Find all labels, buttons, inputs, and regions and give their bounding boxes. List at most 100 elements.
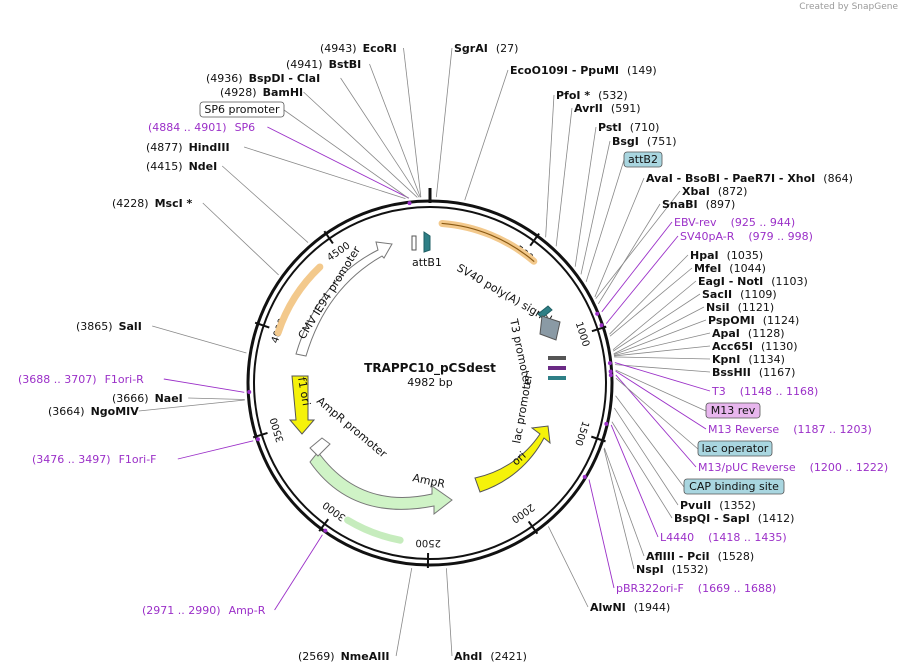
leader-line <box>340 77 420 198</box>
t3-promoter-box <box>539 315 561 341</box>
leader-line <box>611 421 673 519</box>
primer-ebv-rev[interactable]: EBV-rev(925 .. 944) <box>674 216 795 229</box>
svg-text:L4440(1418 .. 1435): L4440(1418 .. 1435) <box>660 531 787 544</box>
svg-text:(4943)EcoRI: (4943)EcoRI <box>320 42 397 55</box>
enzyme-nmeaiii[interactable]: (2569)NmeAIII <box>298 650 390 663</box>
enzyme-acc65i[interactable]: Acc65I(1130) <box>712 340 798 353</box>
enzyme-position: (897) <box>706 198 736 211</box>
enzyme-naei[interactable]: (3666)NaeI <box>112 392 183 405</box>
feature-box-sp6-promoter[interactable]: SP6 promoter <box>199 101 285 118</box>
enzyme-position: (864) <box>823 172 853 185</box>
lac-marker-1 <box>548 356 566 360</box>
enzyme-sali[interactable]: (3865)SalI <box>76 320 142 333</box>
feature-leader <box>585 159 625 283</box>
enzyme-name: AhdI <box>454 650 482 663</box>
enzyme-position: (1124) <box>763 314 800 327</box>
enzyme-sgrai[interactable]: SgrAI(27) <box>454 42 518 55</box>
primer-f1ori-f[interactable]: (3476 .. 3497)F1ori-F <box>32 453 157 466</box>
enzyme-pfoi[interactable]: PfoI *(532) <box>556 89 628 102</box>
primer-m13-puc-reverse[interactable]: M13/pUC Reverse(1200 .. 1222) <box>698 461 888 474</box>
enzyme-name: AflIII - PciI <box>646 550 710 563</box>
enzyme-ngomiv[interactable]: (3664)NgoMIV <box>48 405 139 418</box>
enzyme-name: PfoI * <box>556 89 590 102</box>
feature-box-attb2[interactable]: attB2 <box>623 151 663 168</box>
svg-text:MfeI(1044): MfeI(1044) <box>694 262 766 275</box>
enzyme-nspi[interactable]: NspI(1532) <box>636 563 708 576</box>
enzyme-position: (1130) <box>761 340 798 353</box>
enzyme-position: (751) <box>647 135 677 148</box>
enzyme-name: MscI * <box>155 197 193 210</box>
enzyme-ecori[interactable]: (4943)EcoRI <box>320 42 397 55</box>
svg-text:lac operator: lac operator <box>702 442 769 455</box>
enzyme-bsgi[interactable]: BsgI(751) <box>612 135 677 148</box>
enzyme-psti[interactable]: PstI(710) <box>598 121 659 134</box>
enzyme-position: (3666) <box>112 392 149 405</box>
primer-name: M13 Reverse <box>708 423 779 436</box>
primer-position: (979 .. 998) <box>748 230 813 243</box>
enzyme-avai-bsobi-paer7i-xhoi[interactable]: AvaI - BsoBI - PaeR7I - XhoI(864) <box>646 172 853 185</box>
enzyme-pspomi[interactable]: PspOMI(1124) <box>708 314 799 327</box>
svg-text:SV40pA-R(979 .. 998): SV40pA-R(979 .. 998) <box>680 230 813 243</box>
enzyme-pvuii[interactable]: PvuII(1352) <box>680 499 756 512</box>
enzyme-apai[interactable]: ApaI(1128) <box>712 327 784 340</box>
primer-name: pBR322ori-F <box>616 582 684 595</box>
enzyme-avrii[interactable]: AvrII(591) <box>574 102 641 115</box>
primer-position: (1418 .. 1435) <box>708 531 787 544</box>
enzyme-afliii-pcii[interactable]: AflIII - PciI(1528) <box>646 550 754 563</box>
primer-pbr322ori-f[interactable]: pBR322ori-F(1669 .. 1688) <box>616 582 776 595</box>
feature-box-m13-rev[interactable]: M13 rev <box>705 402 761 419</box>
leader-lines <box>138 47 711 657</box>
enzyme-bspdi-clai[interactable]: (4936)BspDI - ClaI <box>206 72 320 85</box>
leader-line <box>609 267 693 337</box>
primer-l4440[interactable]: L4440(1418 .. 1435) <box>660 531 787 544</box>
enzyme-bsshii[interactable]: BssHII(1167) <box>712 366 795 379</box>
enzyme-name: NsiI <box>706 301 730 314</box>
sv40-label: SV40 poly(A) signal <box>455 261 555 326</box>
enzyme-eagi-noti[interactable]: EagI - NotI(1103) <box>698 275 808 288</box>
enzyme-hindiii[interactable]: (4877)HindIII <box>146 141 230 154</box>
feature-box-lac-operator[interactable]: lac operator <box>697 440 773 457</box>
enzyme-hpai[interactable]: HpaI(1035) <box>690 249 763 262</box>
enzyme-ndei[interactable]: (4415)NdeI <box>146 160 217 173</box>
enzyme-mfei[interactable]: MfeI(1044) <box>694 262 766 275</box>
enzyme-msci[interactable]: (4228)MscI * <box>112 197 193 210</box>
enzyme-sacii[interactable]: SacII(1109) <box>702 288 777 301</box>
attb1-label: attB1 <box>412 256 442 269</box>
enzyme-bamhi[interactable]: (4928)BamHI <box>220 86 303 99</box>
f1-ori-arrow <box>288 375 316 435</box>
primer-leader <box>588 479 615 589</box>
svg-text:(3476 .. 3497)F1ori-F: (3476 .. 3497)F1ori-F <box>32 453 157 466</box>
svg-text:BsgI(751): BsgI(751) <box>612 135 677 148</box>
primer-name: T3 <box>711 385 726 398</box>
svg-text:AlwNI(1944): AlwNI(1944) <box>590 601 670 614</box>
primer-m13-reverse[interactable]: M13 Reverse(1187 .. 1203) <box>708 423 872 436</box>
svg-text:(3664)NgoMIV: (3664)NgoMIV <box>48 405 139 418</box>
leader-line <box>202 202 279 276</box>
leader-line <box>435 47 453 198</box>
primer-f1ori-r[interactable]: (3688 .. 3707)F1ori-R <box>18 373 144 386</box>
enzyme-ahdi[interactable]: AhdI(2421) <box>454 650 527 663</box>
primer-amp-r[interactable]: (2971 .. 2990)Amp-R <box>142 604 266 617</box>
svg-text:AvrII(591): AvrII(591) <box>574 102 641 115</box>
leader-line <box>603 447 645 557</box>
primer-site-marker <box>608 369 613 374</box>
enzyme-name: HpaI <box>690 249 719 262</box>
feature-box-cap-binding-site[interactable]: CAP binding site <box>683 478 785 495</box>
enzyme-position: (4415) <box>146 160 183 173</box>
enzyme-nsii[interactable]: NsiI (1121) <box>706 301 774 314</box>
primer-t3[interactable]: T3(1148 .. 1168) <box>711 385 818 398</box>
enzyme-ecoo109i-ppumi[interactable]: EcoO109I - PpuMI(149) <box>510 64 657 77</box>
enzyme-xbai[interactable]: XbaI(872) <box>682 185 747 198</box>
enzyme-bspqi-sapi[interactable]: BspQI - SapI(1412) <box>674 512 794 525</box>
enzyme-position: (3664) <box>48 405 85 418</box>
primer-position: (925 .. 944) <box>731 216 796 229</box>
enzyme-snabi[interactable]: SnaBI(897) <box>662 198 735 211</box>
enzyme-bstbi[interactable]: (4941)BstBI <box>286 58 361 71</box>
enzyme-kpni[interactable]: KpnI(1134) <box>712 353 785 366</box>
primer-sv40pa-r[interactable]: SV40pA-R(979 .. 998) <box>680 230 813 243</box>
primer-sp6[interactable]: (4884 .. 4901)SP6 <box>148 121 255 134</box>
enzyme-alwni[interactable]: AlwNI(1944) <box>590 601 670 614</box>
leader-line <box>613 332 711 356</box>
enzyme-position: (1121) <box>738 301 775 314</box>
